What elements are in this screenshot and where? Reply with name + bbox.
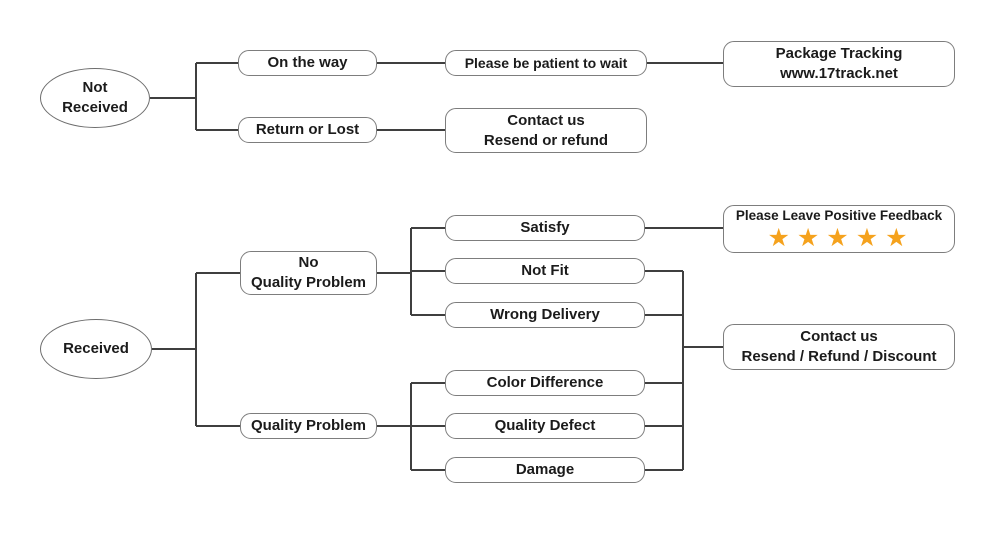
node-label: Quality Problem bbox=[250, 274, 367, 291]
node-package-tracking: Package Tracking www.17track.net bbox=[723, 41, 955, 87]
node-color-difference: Color Difference bbox=[445, 370, 645, 396]
node-label: Resend / Refund / Discount bbox=[741, 348, 937, 365]
node-satisfy: Satisfy bbox=[445, 215, 645, 241]
node-damage: Damage bbox=[445, 457, 645, 483]
node-on-the-way: On the way bbox=[238, 50, 377, 76]
node-quality-problem: Quality Problem bbox=[240, 413, 377, 439]
node-not-fit: Not Fit bbox=[445, 258, 645, 284]
connector-path bbox=[150, 62, 723, 471]
node-label: Package Tracking bbox=[775, 45, 903, 63]
node-contact-resend-refund: Contact us Resend or refund bbox=[445, 108, 647, 153]
node-label: Wrong Delivery bbox=[490, 306, 600, 324]
tracking-url-text: www.17track.net bbox=[780, 65, 898, 82]
node-label: Not Fit bbox=[521, 262, 569, 280]
node-label: Please be patient to wait bbox=[464, 54, 628, 71]
node-contact-resend-refund-discount: Contact us Resend / Refund / Discount bbox=[723, 324, 955, 370]
node-please-be-patient: Please be patient to wait bbox=[445, 50, 647, 76]
node-received: Received bbox=[40, 319, 152, 379]
node-label: Quality Defect bbox=[494, 417, 596, 435]
node-label: Satisfy bbox=[520, 219, 570, 237]
node-label: Resend or refund bbox=[483, 131, 609, 149]
node-label: Quality Problem bbox=[250, 417, 367, 435]
node-positive-feedback: Please Leave Positive Feedback ★★★★★ bbox=[723, 205, 955, 253]
node-label: Received bbox=[63, 340, 129, 358]
star-rating-icons: ★★★★★ bbox=[767, 222, 915, 252]
node-return-or-lost: Return or Lost bbox=[238, 117, 377, 143]
node-label: Color Difference bbox=[486, 374, 604, 392]
node-label: On the way bbox=[267, 54, 348, 72]
node-label: Contact us bbox=[507, 111, 585, 129]
node-label: Received bbox=[62, 99, 128, 116]
node-label: Contact us bbox=[800, 328, 878, 346]
node-label: Return or Lost bbox=[255, 121, 360, 139]
node-not-received: Not Received bbox=[40, 68, 150, 128]
node-wrong-delivery: Wrong Delivery bbox=[445, 302, 645, 328]
node-label: Not bbox=[82, 79, 108, 97]
node-label: No bbox=[298, 254, 319, 272]
node-label: Please Leave Positive Feedback bbox=[735, 208, 943, 223]
node-quality-defect: Quality Defect bbox=[445, 413, 645, 439]
node-no-quality-problem: No Quality Problem bbox=[240, 251, 377, 295]
node-label: Damage bbox=[515, 461, 575, 479]
